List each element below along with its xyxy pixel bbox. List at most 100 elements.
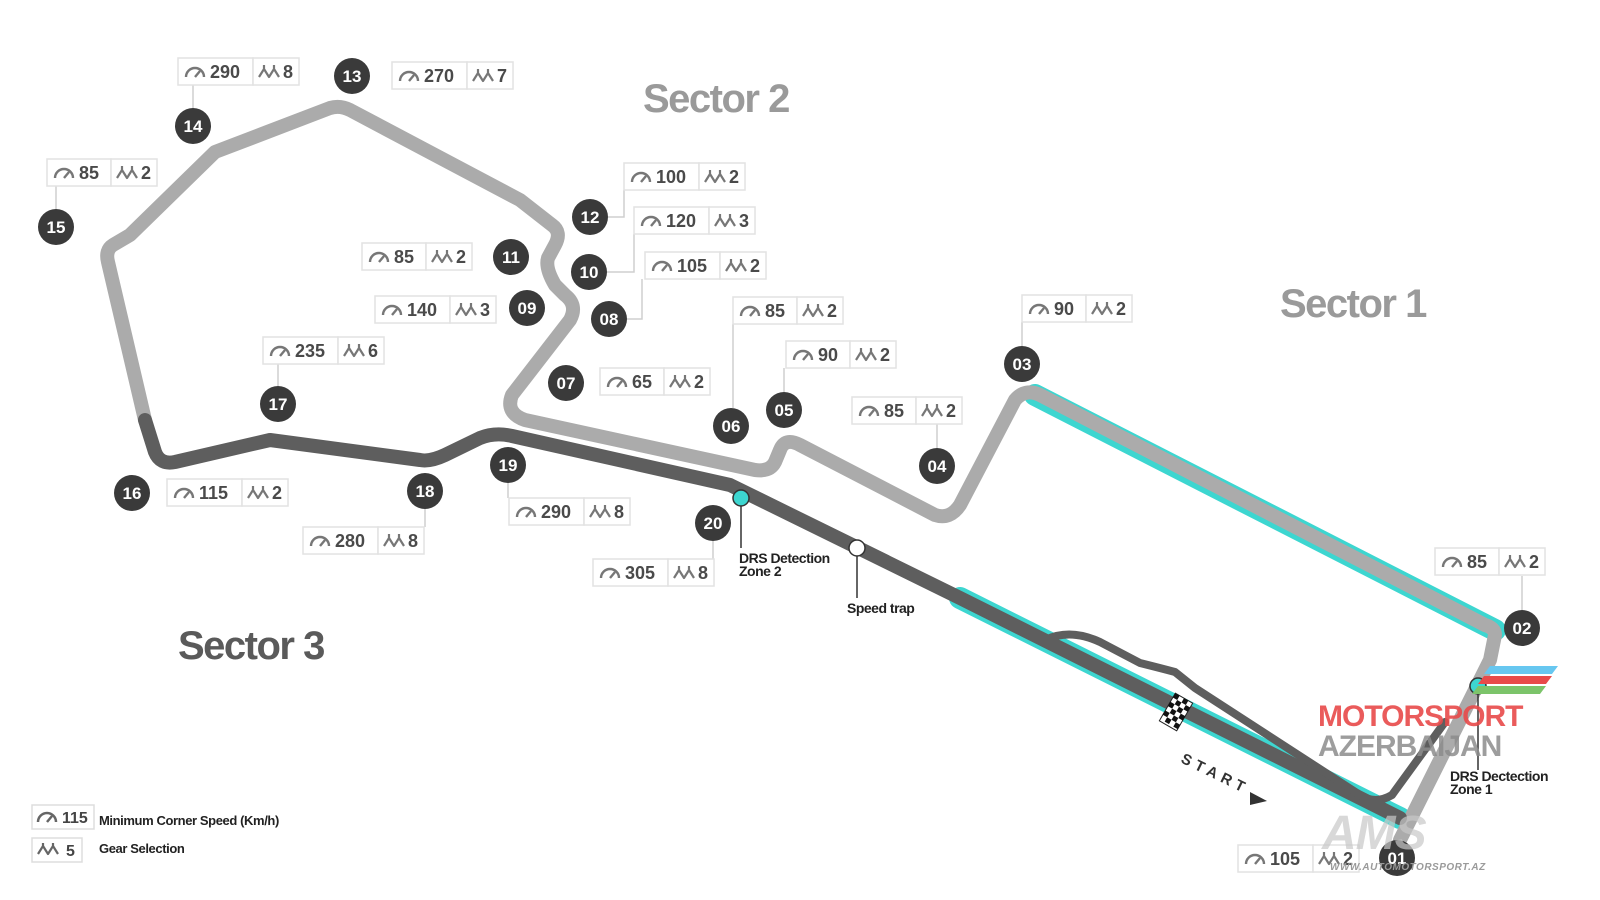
speed-trap-marker: [848, 539, 866, 598]
gearbox-icon: [258, 65, 280, 79]
turn-speed: 235: [295, 341, 325, 361]
turn-gear: 8: [698, 563, 708, 583]
speedometer-icon: [381, 304, 403, 316]
watermark-logo: AMS: [1322, 807, 1427, 860]
gearbox-icon: [1091, 302, 1113, 316]
svg-text:15: 15: [47, 218, 66, 237]
turn-info-box: 280 8: [302, 526, 425, 555]
svg-text:04: 04: [928, 457, 947, 476]
turn-14: 290 8 14: [175, 57, 300, 144]
turn-number-badge: 16: [114, 475, 150, 511]
turn-number-badge: 18: [407, 473, 443, 509]
sector-3-title: Sector 3: [178, 624, 325, 668]
svg-text:12: 12: [581, 208, 600, 227]
svg-text:10: 10: [580, 263, 599, 282]
speedometer-icon: [858, 405, 880, 417]
gearbox-icon: [669, 375, 691, 389]
turn-speed: 115: [199, 483, 228, 503]
turn-speed: 85: [1467, 552, 1487, 572]
turn-speed: 280: [335, 531, 365, 551]
gearbox-icon: [37, 843, 59, 856]
turn-gear: 2: [456, 247, 466, 267]
svg-text:18: 18: [416, 482, 435, 501]
svg-text:01: 01: [1388, 849, 1407, 868]
turn-number-badge: 11: [493, 239, 529, 275]
turn-gear: 2: [141, 163, 151, 183]
gearbox-icon: [343, 344, 365, 358]
turn-speed: 85: [394, 247, 414, 267]
turn-gear: 6: [368, 341, 378, 361]
speedometer-icon: [630, 171, 652, 183]
svg-text:03: 03: [1013, 355, 1032, 374]
turn-number-badge: 14: [175, 108, 211, 144]
turn-11: 85 2 11: [361, 239, 529, 275]
turn-speed: 290: [210, 62, 240, 82]
gearbox-icon: [673, 566, 695, 580]
turn-gear: 3: [480, 300, 490, 320]
sector-1-title: Sector 1: [1280, 282, 1427, 326]
watermark-line2: AZERBAIJAN: [1318, 730, 1502, 763]
turn-03: 90 2 03: [1004, 294, 1133, 382]
turn-speed: 85: [884, 401, 904, 421]
turn-gear: 8: [408, 531, 418, 551]
speedometer-icon: [1244, 853, 1266, 865]
svg-text:05: 05: [775, 401, 794, 420]
turn-info-box: 90 2: [1021, 294, 1133, 323]
turn-gear: 2: [946, 401, 956, 421]
speedometer-icon: [606, 376, 628, 388]
turn-18: 280 8 18: [302, 473, 443, 555]
start-label: START: [1178, 750, 1252, 798]
turn-gear: 2: [272, 483, 282, 503]
speedometer-icon: [36, 811, 58, 823]
watermark-line1: MOTORSPORT: [1318, 700, 1523, 733]
turn-number-badge: 20: [695, 505, 731, 541]
turn-speed: 105: [677, 256, 707, 276]
svg-text:5: 5: [66, 843, 75, 860]
svg-text:11: 11: [502, 248, 520, 267]
speedometer-icon: [739, 305, 761, 317]
speedometer-icon: [53, 167, 75, 179]
turn-gear: 8: [614, 502, 624, 522]
turn-speed: 120: [666, 211, 696, 231]
turn-16: 115 2 16: [114, 475, 289, 511]
turn-gear: 2: [1116, 299, 1126, 319]
svg-text:16: 16: [123, 484, 142, 503]
turn-info-box: 290 8: [177, 57, 300, 86]
turn-speed: 90: [1054, 299, 1074, 319]
turn-gear: 2: [827, 301, 837, 321]
svg-text:13: 13: [343, 67, 362, 86]
track-light: [100, 99, 1506, 847]
watermark-url: WWW.AUTOMOTORSPORT.AZ: [1330, 862, 1486, 873]
turn-gear: 2: [1343, 849, 1353, 869]
legend-speed-label: Minimum Corner Speed (Km/h): [99, 813, 279, 828]
turn-number-badge: 07: [548, 365, 584, 401]
gearbox-icon: [1504, 555, 1526, 569]
speedometer-icon: [398, 70, 420, 82]
legend-gear-label: Gear Selection: [99, 841, 185, 856]
turn-info-box: 85 2: [851, 396, 963, 425]
gearbox-icon: [116, 166, 138, 180]
gearbox-icon: [704, 170, 726, 184]
svg-text:14: 14: [184, 117, 203, 136]
speedometer-icon: [599, 567, 621, 579]
turn-number-badge: 13: [334, 58, 370, 94]
turn-number-badge: 03: [1004, 346, 1040, 382]
gearbox-icon: [802, 304, 824, 318]
turn-gear: 8: [283, 62, 293, 82]
